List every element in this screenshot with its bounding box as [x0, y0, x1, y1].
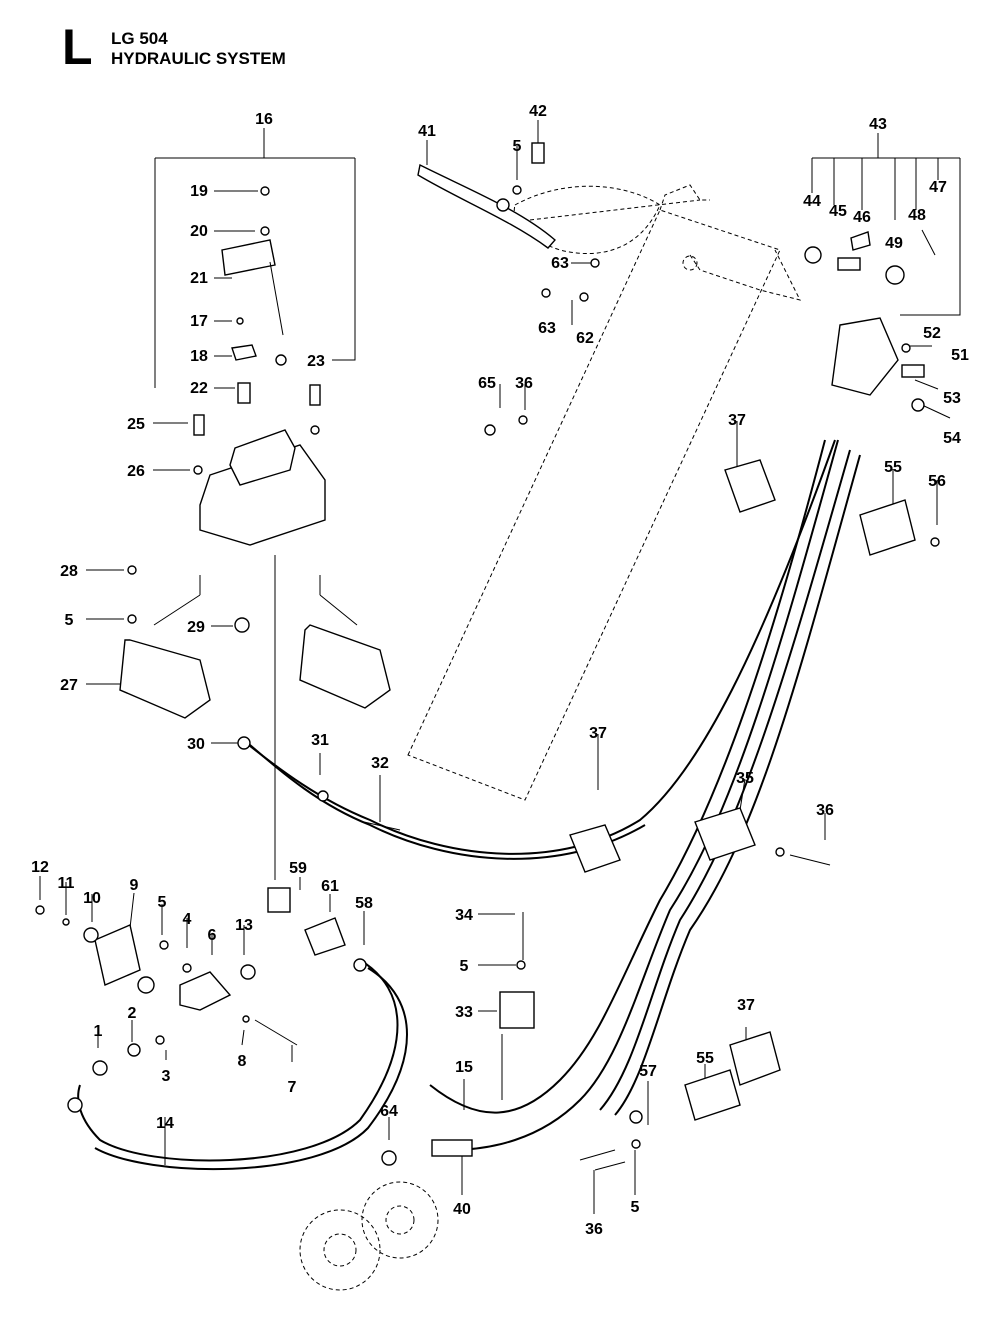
callout-9: 9: [130, 877, 139, 894]
callout-5-c: 5: [158, 894, 167, 911]
callout-5-e: 5: [631, 1199, 640, 1216]
callout-64: 64: [380, 1103, 398, 1120]
callout-65: 65: [478, 375, 496, 392]
model-name: LG 504: [111, 29, 168, 48]
callout-23: 23: [307, 353, 325, 370]
callout-33: 33: [455, 1004, 473, 1021]
callout-49: 49: [885, 235, 903, 252]
callout-37-a: 37: [728, 412, 746, 429]
callout-61: 61: [321, 878, 339, 895]
callout-1: 1: [94, 1023, 103, 1040]
parts: [35, 142, 940, 1291]
callout-27: 27: [60, 677, 78, 694]
callout-44: 44: [803, 193, 821, 210]
callout-36-c: 36: [585, 1221, 603, 1238]
callout-labels: 16 19 20 21 17 18 22 23 25 26 28 5 29 27…: [31, 103, 969, 1238]
callout-20: 20: [190, 223, 208, 240]
callout-53: 53: [943, 390, 961, 407]
callout-34: 34: [455, 907, 473, 924]
callout-11: 11: [58, 875, 75, 892]
callout-43: 43: [869, 116, 887, 133]
callout-51: 51: [951, 347, 969, 364]
callout-31: 31: [311, 732, 329, 749]
callout-57: 57: [639, 1063, 657, 1080]
callout-46: 46: [853, 209, 871, 226]
callout-52: 52: [923, 325, 941, 342]
callout-54: 54: [943, 430, 961, 447]
callout-30: 30: [187, 736, 205, 753]
callout-37-b: 37: [589, 725, 607, 742]
callout-48: 48: [908, 207, 926, 224]
callout-5-b: 5: [513, 138, 522, 155]
callout-13: 13: [235, 917, 253, 934]
callout-42: 42: [529, 103, 547, 120]
callout-25: 25: [127, 416, 145, 433]
callout-47: 47: [929, 179, 947, 196]
callout-35: 35: [736, 770, 754, 787]
callout-5-d: 5: [460, 958, 469, 975]
callout-2: 2: [128, 1005, 137, 1022]
callout-5-a: 5: [65, 612, 74, 629]
callout-62: 62: [576, 330, 594, 347]
callout-8: 8: [238, 1053, 247, 1070]
callout-58: 58: [355, 895, 373, 912]
callout-63-a: 63: [551, 255, 569, 272]
callout-37-c: 37: [737, 997, 755, 1014]
callout-22: 22: [190, 380, 208, 397]
callout-40: 40: [453, 1201, 471, 1218]
callout-36-a: 36: [515, 375, 533, 392]
callout-63-b: 63: [538, 320, 556, 337]
callout-14: 14: [156, 1115, 174, 1132]
leader-lines: [39, 120, 961, 1214]
section-letter: L: [62, 19, 93, 75]
callout-26: 26: [127, 463, 145, 480]
callout-12: 12: [31, 859, 49, 876]
callout-32: 32: [371, 755, 389, 772]
callout-55-a: 55: [884, 459, 902, 476]
callout-41: 41: [418, 123, 436, 140]
callout-10: 10: [83, 890, 101, 907]
callout-7: 7: [288, 1079, 297, 1096]
callout-6: 6: [208, 927, 217, 944]
callout-59: 59: [289, 860, 307, 877]
callout-18: 18: [190, 348, 208, 365]
callout-4: 4: [183, 911, 192, 928]
callout-21: 21: [190, 270, 208, 287]
callout-29: 29: [187, 619, 205, 636]
callout-45: 45: [829, 203, 847, 220]
callout-15: 15: [455, 1059, 473, 1076]
callout-56: 56: [928, 473, 946, 490]
callout-19: 19: [190, 183, 208, 200]
hydraulic-hoses: [77, 439, 861, 1171]
callout-17: 17: [190, 313, 208, 330]
diagram-title: HYDRAULIC SYSTEM: [111, 49, 286, 68]
callout-28: 28: [60, 563, 78, 580]
callout-16: 16: [255, 111, 273, 128]
callout-55-b: 55: [696, 1050, 714, 1067]
callout-36-b: 36: [816, 802, 834, 819]
callout-3: 3: [162, 1068, 171, 1085]
